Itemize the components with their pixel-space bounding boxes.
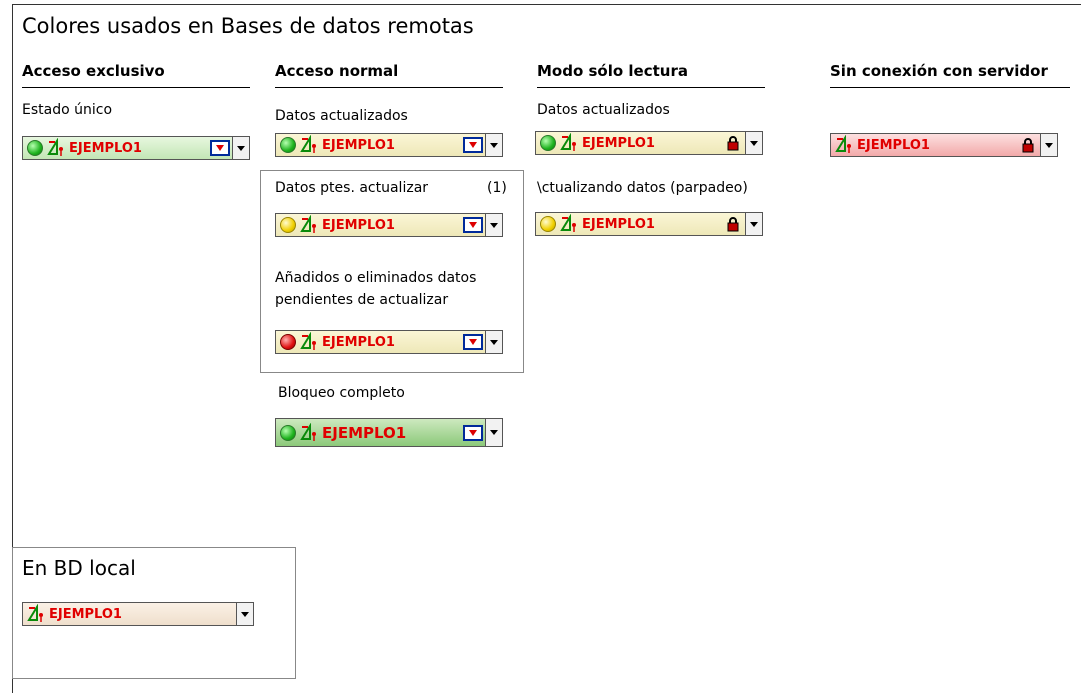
dropdown-button[interactable] (485, 134, 502, 156)
header-underline (830, 87, 1070, 88)
update-arrow-icon[interactable] (463, 424, 483, 441)
chevron-down-icon (490, 339, 498, 345)
status-dot-icon (280, 217, 296, 233)
label-estado-unico: Estado único (22, 102, 113, 118)
database-logo-icon (300, 422, 316, 441)
chevron-down-icon (237, 145, 245, 151)
column-header-normal: Acceso normal (275, 62, 399, 80)
update-arrow-icon[interactable] (463, 334, 483, 350)
db-name: EJEMPLO1 (322, 217, 395, 233)
dropdown-button[interactable] (485, 214, 502, 236)
chevron-down-icon (1045, 142, 1053, 148)
label-bloqueo: Bloqueo completo (278, 385, 405, 401)
chevron-down-icon (750, 221, 758, 227)
database-logo-icon (300, 332, 316, 350)
chevron-down-icon (490, 222, 498, 228)
database-logo-icon (560, 133, 576, 151)
db-name: EJEMPLO1 (322, 137, 395, 153)
dropdown-button[interactable] (745, 132, 762, 154)
db-status-control-normal-pending[interactable]: EJEMPLO1 (275, 213, 503, 237)
db-status-control-local[interactable]: EJEMPLO1 (22, 602, 254, 626)
dropdown-button[interactable] (485, 419, 502, 446)
db-status-control-full-lock[interactable]: EJEMPLO1 (275, 418, 503, 447)
update-arrow-icon[interactable] (210, 140, 230, 156)
update-arrow-icon[interactable] (463, 137, 483, 153)
label-ro-actualizados: Datos actualizados (537, 102, 670, 118)
db-status-control-normal-updated[interactable]: EJEMPLO1 (275, 133, 503, 157)
database-logo-icon (47, 138, 63, 156)
label-ptes-actualizar: Datos ptes. actualizar (275, 180, 429, 196)
database-logo-icon (560, 214, 576, 232)
dropdown-button[interactable] (745, 213, 762, 235)
footnote-marker: (1) (487, 180, 507, 196)
status-dot-icon (27, 140, 43, 156)
status-dot-icon (280, 137, 296, 153)
header-underline (537, 87, 765, 88)
database-logo-icon (835, 135, 851, 153)
dropdown-button[interactable] (1040, 134, 1057, 156)
db-name: EJEMPLO1 (322, 423, 407, 442)
header-underline (275, 87, 503, 88)
db-status-control-readonly-updating[interactable]: EJEMPLO1 (535, 212, 763, 236)
label-ro-actualizando: \ctualizando datos (parpadeo) (537, 180, 748, 196)
status-dot-icon (280, 424, 296, 441)
window-frame (12, 4, 1081, 693)
db-name: EJEMPLO1 (49, 606, 122, 622)
db-name: EJEMPLO1 (69, 140, 142, 156)
db-status-control-normal-added-deleted[interactable]: EJEMPLO1 (275, 330, 503, 354)
db-name: EJEMPLO1 (857, 137, 930, 153)
database-logo-icon (27, 604, 43, 622)
status-dot-icon (540, 216, 556, 232)
column-header-exclusive: Acceso exclusivo (22, 62, 165, 80)
column-header-readonly: Modo sólo lectura (537, 62, 688, 80)
status-dot-icon (540, 135, 556, 151)
db-status-control-readonly-updated[interactable]: EJEMPLO1 (535, 131, 763, 155)
db-name: EJEMPLO1 (322, 334, 395, 350)
database-logo-icon (300, 135, 316, 153)
db-name: EJEMPLO1 (582, 135, 655, 151)
chevron-down-icon (490, 142, 498, 148)
db-name: EJEMPLO1 (582, 216, 655, 232)
status-dot-icon (280, 334, 296, 350)
local-db-title: En BD local (22, 556, 136, 580)
label-normal-actualizados: Datos actualizados (275, 108, 408, 124)
dropdown-button[interactable] (485, 331, 502, 353)
db-status-control-offline[interactable]: EJEMPLO1 (830, 133, 1058, 157)
lock-icon (727, 217, 739, 232)
update-arrow-icon[interactable] (463, 217, 483, 233)
lock-icon (727, 136, 739, 151)
column-header-offline: Sin conexión con servidor (830, 62, 1048, 80)
page-title: Colores usados en Bases de datos remotas (22, 14, 474, 38)
label-anadidos-line2: pendientes de actualizar (275, 292, 449, 308)
pending-updates-group (260, 170, 524, 373)
chevron-down-icon (241, 611, 249, 617)
local-db-group (12, 547, 296, 679)
label-anadidos-line1: Añadidos o eliminados datos (275, 270, 477, 286)
chevron-down-icon (750, 140, 758, 146)
chevron-down-icon (490, 430, 498, 435)
dropdown-button[interactable] (232, 137, 249, 159)
database-logo-icon (300, 215, 316, 233)
dropdown-button[interactable] (236, 603, 253, 625)
lock-icon (1022, 138, 1034, 153)
header-underline (22, 87, 250, 88)
db-status-control-exclusive[interactable]: EJEMPLO1 (22, 136, 250, 160)
